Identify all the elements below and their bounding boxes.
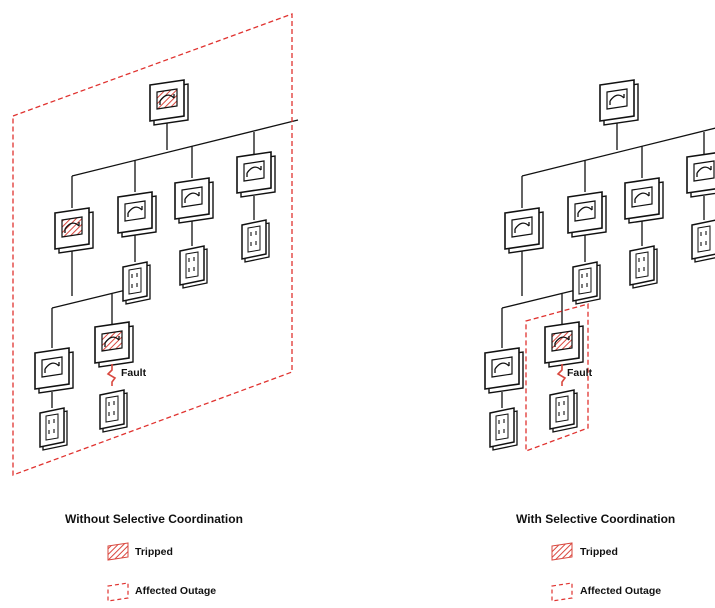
left-feeder-breaker-3-icon: [174, 177, 214, 224]
legend-icons: [107, 542, 573, 602]
left-fault-bolt-icon: [106, 364, 117, 386]
right-feeder-breaker-1-icon: [504, 207, 544, 254]
right-fault-bolt-icon: [556, 364, 567, 386]
right-receptacle-3-icon: [629, 245, 658, 289]
right-receptacle-4-icon: [691, 219, 715, 263]
right-device-tree: [484, 79, 715, 451]
right-legend-tripped-label: Tripped: [580, 546, 618, 558]
left-receptacle-branch-1-icon: [39, 407, 68, 451]
right-legend-affected-label: Affected Outage: [580, 585, 662, 597]
left-receptacle-3-icon: [179, 245, 208, 289]
right-receptacle-branch-1-icon: [489, 407, 518, 451]
left-receptacle-branch-2-icon: [99, 389, 128, 433]
right-feeder-breaker-4-icon: [686, 152, 715, 198]
left-branch-breaker-1-icon: [34, 347, 74, 394]
right-legend-outage-icon: [551, 582, 573, 602]
right-caption: With Selective Coordination: [516, 512, 676, 526]
right-feeder-lines: [501, 122, 715, 408]
left-device-tree: [34, 79, 276, 451]
left-legend-outage-icon: [107, 582, 129, 602]
right-main-breaker-icon: [599, 79, 639, 126]
left-affected-outage-region: [12, 13, 293, 476]
right-outage-boundary: [525, 303, 589, 452]
left-feeder-breaker-1-icon: [54, 207, 94, 254]
right-legend-tripped-icon: [551, 542, 573, 561]
left-fault-label: Fault: [121, 367, 147, 379]
left-feeder-breaker-2-icon: [117, 191, 157, 238]
right-fault-label: Fault: [567, 367, 593, 379]
left-legend-affected-label: Affected Outage: [135, 585, 217, 597]
left-legend-tripped-icon: [107, 542, 129, 561]
left-legend-tripped-label: Tripped: [135, 546, 173, 558]
left-receptacle-2-icon: [122, 261, 151, 305]
left-main-breaker-icon: [149, 79, 189, 126]
left-branch-breaker-2-icon: [94, 321, 134, 368]
left-caption: Without Selective Coordination: [65, 512, 243, 526]
right-branch-breaker-1-icon: [484, 347, 524, 394]
right-receptacle-branch-2-icon: [549, 389, 578, 433]
right-branch-breaker-2-icon: [544, 321, 584, 368]
right-affected-outage-region: [525, 303, 589, 452]
left-outage-boundary: [12, 13, 293, 476]
left-feeder-lines: [51, 119, 299, 408]
right-feeder-breaker-2-icon: [567, 191, 607, 238]
right-feeder-breaker-3-icon: [624, 177, 664, 224]
left-receptacle-4-icon: [241, 219, 270, 263]
left-feeder-breaker-4-icon: [236, 151, 276, 198]
right-receptacle-2-icon: [572, 261, 601, 305]
